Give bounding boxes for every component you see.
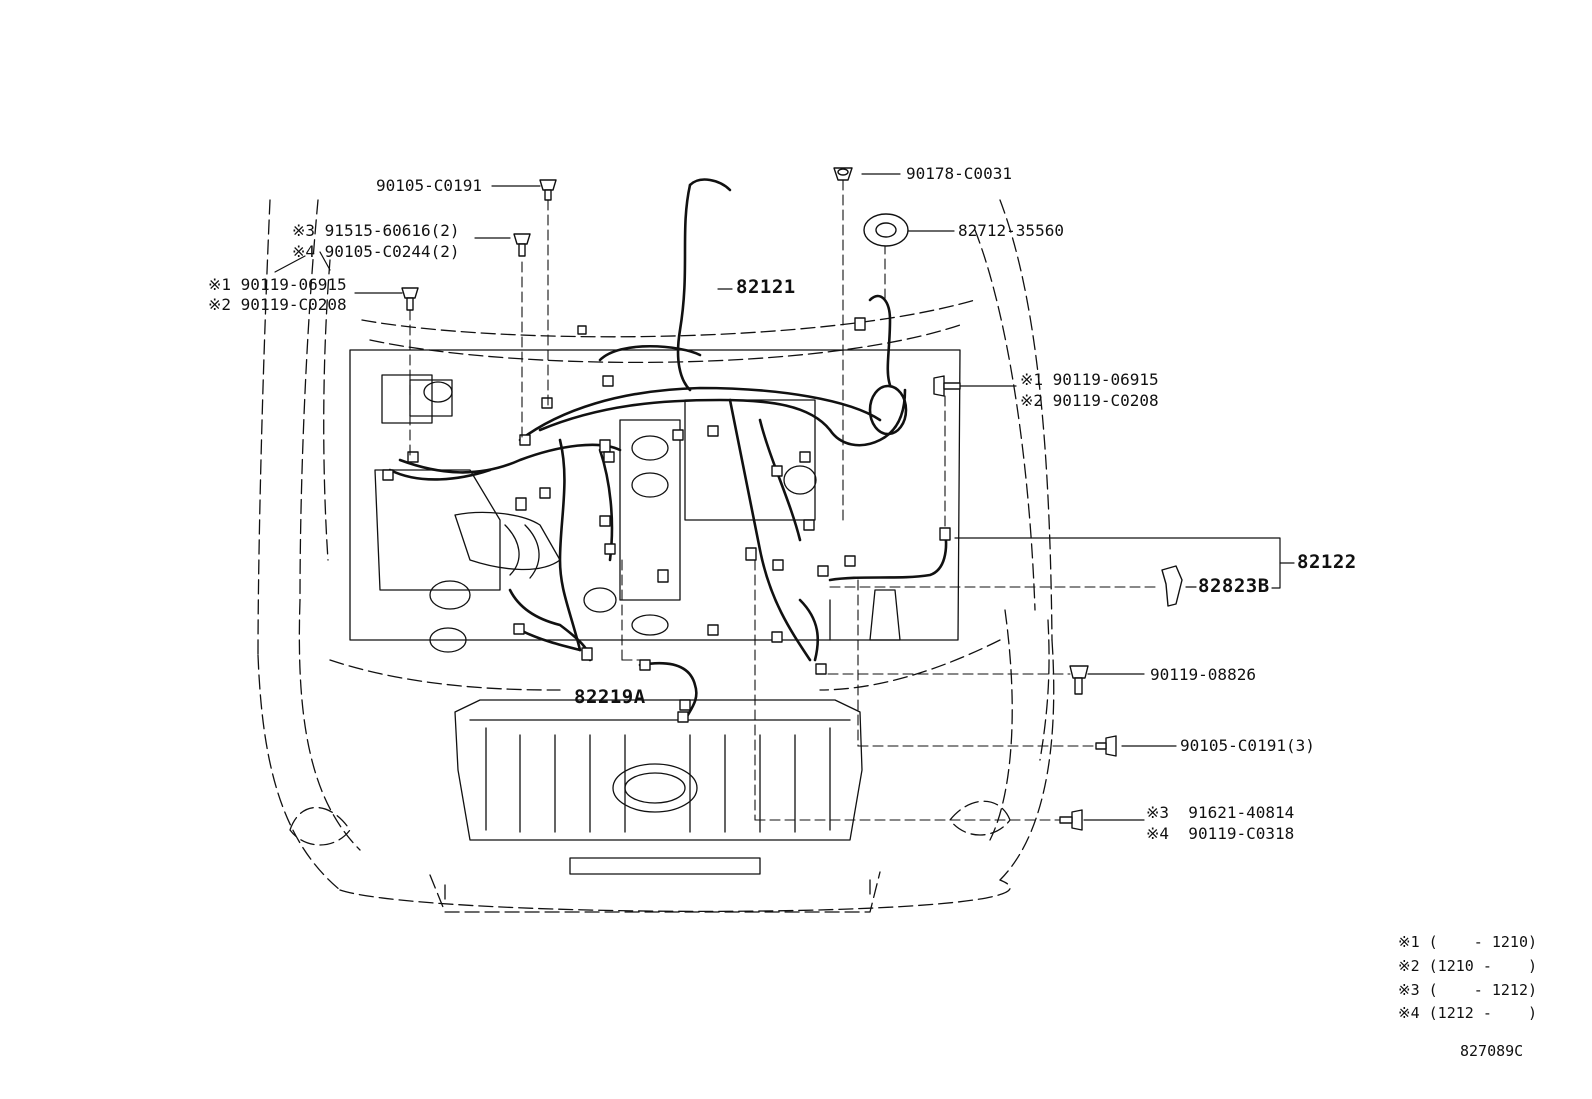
label-note4-90119-c0318: ※4 90119-C0318 — [1146, 824, 1295, 843]
bolt-icon — [539, 179, 557, 201]
label-82219a: 82219A — [574, 686, 646, 708]
bolt-icon — [1059, 809, 1083, 831]
label-note3-91621-40814: ※3 91621-40814 — [1146, 803, 1295, 822]
dashed-guides — [409, 179, 1161, 821]
bolt-icon — [933, 375, 961, 397]
diagram-code: 827089C — [1460, 1042, 1524, 1060]
label-note3-91515-60616: ※3 91515-60616(2) — [292, 221, 460, 240]
front-grille — [454, 699, 863, 875]
nut-icon — [833, 167, 853, 181]
label-90178-c0031: 90178-C0031 — [906, 164, 1012, 183]
label-82712-35560: 82712-35560 — [958, 221, 1064, 240]
leader-lines — [274, 173, 1295, 821]
connectors — [382, 317, 951, 723]
bolt-icon — [1069, 665, 1089, 695]
label-note2-90119-c0208-left: ※2 90119-C0208 — [208, 295, 347, 314]
clip-icon — [1161, 565, 1183, 607]
legend-item: ※2 (1210 - ) — [1398, 957, 1537, 975]
legend-item: ※1 ( - 1210) — [1398, 933, 1537, 951]
label-82823b: 82823B — [1198, 575, 1270, 597]
label-82121: 82121 — [736, 276, 796, 298]
legend-item: ※3 ( - 1212) — [1398, 981, 1537, 999]
label-90105-c0191-3: 90105-C0191(3) — [1180, 736, 1315, 755]
engine-compartment — [349, 349, 961, 653]
legend-item: ※4 (1212 - ) — [1398, 1004, 1537, 1022]
label-82122: 82122 — [1297, 551, 1357, 573]
fastener-icons — [401, 167, 1183, 831]
bolt-icon — [401, 287, 419, 311]
grommet-icon — [863, 213, 909, 247]
label-note2-90119-c0208-right: ※2 90119-C0208 — [1020, 391, 1159, 410]
label-note4-90105-c0244: ※4 90105-C0244(2) — [292, 242, 460, 261]
bolt-icon — [1095, 735, 1117, 757]
bolt-icon — [513, 233, 531, 257]
label-note1-90119-06915-right: ※1 90119-06915 — [1020, 370, 1159, 389]
label-90105-c0191: 90105-C0191 — [376, 176, 482, 195]
label-90119-08826: 90119-08826 — [1150, 665, 1256, 684]
label-note1-90119-06915-left: ※1 90119-06915 — [208, 275, 347, 294]
vehicle-body-outline — [257, 199, 1055, 913]
